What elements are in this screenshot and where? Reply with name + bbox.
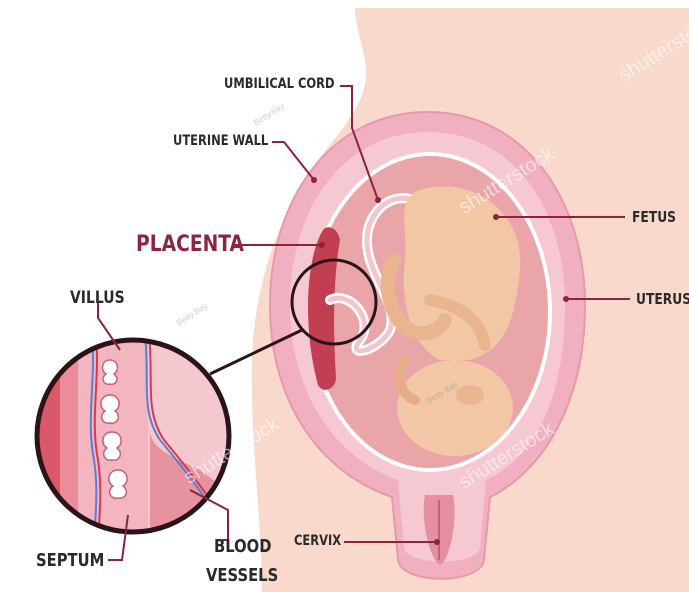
label-uterine-wall: UTERINE WALL bbox=[173, 133, 268, 149]
zoomed-villus-detail bbox=[30, 330, 240, 550]
label-umbilical-cord: UMBILICAL CORD bbox=[224, 76, 335, 92]
label-fetus: FETUS bbox=[632, 208, 676, 226]
fetus-figure bbox=[388, 187, 521, 456]
label-cervix: CERVIX bbox=[294, 533, 341, 549]
label-villus: VILLUS bbox=[70, 288, 125, 308]
label-placenta: PLACENTA bbox=[136, 232, 244, 257]
label-vessels: VESSELS bbox=[206, 565, 278, 586]
label-uterus: UTERUS bbox=[636, 290, 689, 308]
label-septum: SEPTUM bbox=[36, 550, 104, 571]
label-blood: BLOOD bbox=[214, 536, 271, 557]
